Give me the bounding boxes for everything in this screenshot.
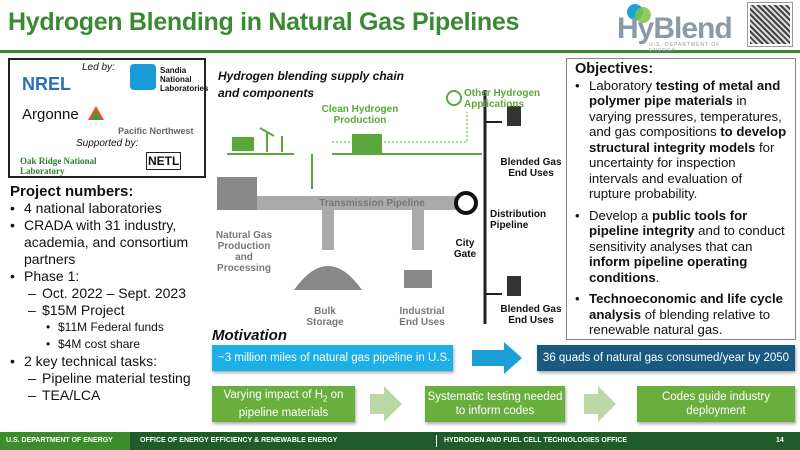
label-blended-2: Blended Gas End Uses <box>500 304 562 326</box>
objective-text: in varying pressures, temperatures, and … <box>589 93 782 139</box>
magnifier-plus-icon <box>446 90 462 106</box>
project-item: Pipeline material testing <box>10 370 210 387</box>
impact-text: Varying impact of H2 on pipeline materia… <box>223 388 344 420</box>
project-item: 4 national laboratories <box>10 200 210 217</box>
objective-text: for uncertainty for inspection intervals… <box>589 139 775 202</box>
right-arrow-icon <box>504 342 522 374</box>
objective-text: Technoeconomic and life cycle analysis <box>589 291 783 322</box>
project-item: $11M Federal funds <box>10 319 210 336</box>
objective-item: Technoeconomic and life cycle analysis o… <box>575 291 787 338</box>
motivation-heading: Motivation <box>212 327 287 344</box>
label-clean-h2: Clean Hydrogen Production <box>321 104 399 126</box>
valve-icon <box>454 191 478 215</box>
objective-text: inform pipeline operating conditions <box>589 254 748 285</box>
sandia-logo: Sandia National Laboratories <box>160 66 209 93</box>
project-list: 4 national laboratoriesCRADA with 31 ind… <box>10 200 210 404</box>
project-item: $15M Project <box>10 302 210 319</box>
title-divider <box>0 50 800 53</box>
right-arrow-icon <box>384 386 402 422</box>
label-transmission: Transmission Pipeline <box>319 198 425 209</box>
led-by-label: Led by: <box>82 62 115 73</box>
objective-item: Laboratory testing of metal and polymer … <box>575 78 787 202</box>
label-industrial: Industrial End Uses <box>399 306 445 328</box>
project-item: $4M cost share <box>10 336 210 353</box>
project-item: 2 key technical tasks: <box>10 353 210 370</box>
hyblend-subtitle: U.S. DEPARTMENT OF ENERGY <box>649 42 721 54</box>
label-distribution: Distribution Pipeline <box>490 209 547 231</box>
refinery-icon <box>217 177 257 210</box>
project-item: Oct. 2022 – Sept. 2023 <box>10 285 210 302</box>
objective-text: testing of metal and polymer pipe materi… <box>589 77 781 109</box>
nrel-logo: NREL <box>22 74 71 94</box>
hyblend-wordmark: HyBlend <box>617 12 733 45</box>
objective-text: public tools for pipeline integrity <box>589 207 748 239</box>
objective-text: of blending relative to renewable natura… <box>589 306 771 338</box>
arrow-shaft <box>370 394 384 414</box>
partner-logos: Led by: NREL Sandia National Laboratorie… <box>8 58 209 178</box>
objectives-heading: Objectives: <box>575 61 654 77</box>
footer-divider <box>436 435 437 447</box>
hyblend-circles-icon <box>627 4 651 23</box>
label-natural-gas: Natural Gas Production and Processing <box>215 230 273 274</box>
pnnl-logo: Pacific Northwest <box>118 126 194 136</box>
impact-box: Varying impact of H2 on pipeline materia… <box>212 386 355 422</box>
label-bulk-storage: Bulk Storage <box>306 306 344 328</box>
solar-panel-icon <box>232 137 254 151</box>
page-number: 14 <box>776 437 784 444</box>
project-item: TEA/LCA <box>10 387 210 404</box>
pipeline-miles-box: ~3 million miles of natural gas pipeline… <box>212 345 453 371</box>
hyblend-logo: HyBlend U.S. DEPARTMENT OF ENERGY <box>615 2 733 54</box>
project-numbers: Project numbers: 4 national laboratories… <box>10 183 210 404</box>
objective-text: Laboratory <box>589 77 656 93</box>
codes-box: Codes guide industry deployment <box>637 386 795 422</box>
netl-logo: NETL <box>146 152 182 170</box>
footer-bar: U.S. DEPARTMENT OF ENERGY OFFICE OF ENER… <box>0 432 800 450</box>
qr-code[interactable] <box>747 2 793 47</box>
diagram-caption: Hydrogen blending supply chain and compo… <box>218 69 405 100</box>
label-blended-1: Blended Gas End Uses <box>500 157 562 179</box>
label-city-gate: City Gate <box>453 238 477 260</box>
project-heading: Project numbers: <box>10 183 134 200</box>
objective-text: . <box>655 269 660 285</box>
objective-text: to develop structural integrity models <box>589 124 787 155</box>
ornl-logo: Oak Ridge National Laboratory <box>20 156 97 176</box>
supply-chain-diagram: Hydrogen blending supply chain and compo… <box>212 62 566 330</box>
objective-text: Develop a <box>589 207 653 223</box>
objectives-panel: Objectives: Laboratory testing of metal … <box>566 58 796 340</box>
testing-box: Systematic testing needed to inform code… <box>425 386 565 422</box>
arrow-shaft <box>472 350 504 366</box>
wind-turbine-icon <box>259 127 283 152</box>
electrolyzer-icon <box>352 134 382 154</box>
transmission-pipe <box>252 196 462 210</box>
building-icon <box>507 276 521 296</box>
argonne-triangle-icon <box>88 106 104 120</box>
footer-doe: U.S. DEPARTMENT OF ENERGY <box>6 437 113 444</box>
right-arrow-icon <box>598 386 616 422</box>
factory-icon <box>404 270 432 288</box>
footer-eere: OFFICE OF ENERGY EFFICIENCY & RENEWABLE … <box>140 437 338 444</box>
argonne-logo: Argonne <box>22 106 79 123</box>
building-icon <box>507 106 521 126</box>
supported-by-label: Supported by: <box>76 138 139 149</box>
footer-doe-block <box>0 432 130 450</box>
quads-box: 36 quads of natural gas consumed/year by… <box>537 345 795 371</box>
objective-text: and to conduct sensitivity analyses that… <box>589 223 785 254</box>
project-item: CRADA with 31 industry, academia, and co… <box>10 217 210 268</box>
project-item: Phase 1: <box>10 268 210 285</box>
objectives-list: Laboratory testing of metal and polymer … <box>575 78 787 338</box>
diagram-graphic <box>217 90 521 324</box>
slide-title: Hydrogen Blending in Natural Gas Pipelin… <box>8 8 520 36</box>
sandia-icon <box>130 64 156 90</box>
footer-hfto: HYDROGEN AND FUEL CELL TECHNOLOGIES OFFI… <box>444 437 628 444</box>
arrow-shaft <box>584 394 598 414</box>
objective-item: Develop a public tools for pipeline inte… <box>575 208 787 286</box>
label-other-h2: Other Hydrogen Applications <box>464 88 541 110</box>
storage-dome-icon <box>294 266 362 290</box>
